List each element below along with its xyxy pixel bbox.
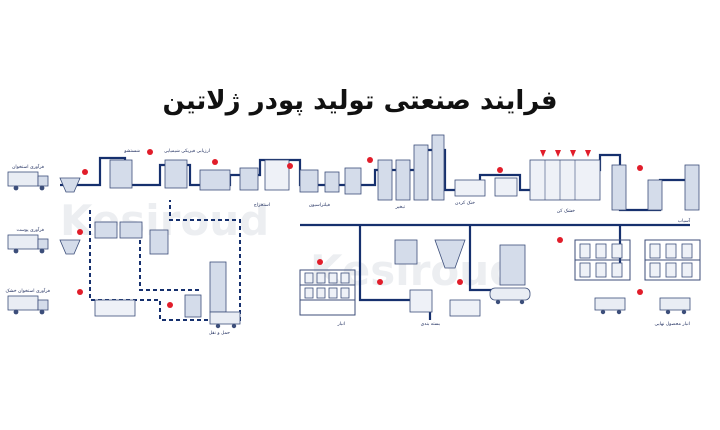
step-label: بسته بندی — [421, 322, 440, 327]
tank-icon — [344, 167, 362, 195]
truck-icon — [594, 297, 626, 315]
step-marker — [77, 149, 643, 308]
truck-icon — [7, 234, 49, 254]
step-label: فرآوری پوست — [16, 227, 44, 233]
silo-icon — [209, 261, 227, 313]
tank-icon — [94, 221, 118, 239]
step-label: آسیاب — [678, 218, 691, 224]
cooler-icon — [454, 179, 486, 197]
step-label: تبخیر — [394, 205, 405, 210]
silo-icon — [647, 179, 663, 211]
tanker-truck-icon — [489, 287, 531, 305]
tank-icon — [109, 159, 133, 189]
step-label: انبار — [336, 322, 345, 327]
extruder-icon — [494, 177, 518, 197]
step-label: شستشو — [123, 149, 140, 154]
heat-arrow-icon — [540, 150, 591, 157]
page-title: فرایند صنعتی تولید پودر ژلاتین — [162, 86, 558, 116]
tank-icon — [149, 229, 169, 255]
packing-icon — [409, 289, 433, 313]
truck-icon — [209, 311, 241, 329]
storage-rack-icon — [644, 239, 701, 281]
packing-icon — [449, 299, 481, 317]
mill-icon — [611, 164, 627, 211]
evaporator-icon — [413, 144, 429, 201]
tank-icon — [324, 171, 340, 193]
step-label: حمل و نقل — [209, 331, 230, 336]
evaporator-icon — [431, 134, 445, 201]
step-label: استخراج — [254, 203, 270, 208]
hopper-icon — [59, 177, 81, 193]
tank-icon — [199, 169, 231, 191]
truck-icon — [7, 295, 49, 315]
truck-icon — [7, 171, 49, 191]
step-label: خنک کردن — [455, 200, 475, 206]
tank-icon — [184, 294, 202, 318]
evaporator-icon — [395, 159, 411, 201]
hopper-icon — [434, 239, 466, 269]
step-label: ارزیابی فیزیکی شیمیایی — [164, 148, 210, 154]
hopper-icon — [59, 239, 81, 255]
filter-icon — [264, 159, 290, 191]
tank-icon — [164, 159, 188, 189]
evaporator-icon — [377, 159, 393, 201]
step-label: فیلتراسیون — [309, 203, 330, 208]
truck-icon — [659, 297, 691, 315]
step-label: خشک کن — [557, 208, 575, 214]
tank-icon — [119, 221, 143, 239]
storage-rack-icon — [574, 239, 631, 281]
dryer-icon — [529, 159, 601, 201]
tank-icon — [239, 167, 259, 191]
storage-rack-icon — [299, 269, 356, 316]
step-label: انبار محصول نهایی — [654, 322, 690, 327]
step-label: فرآوری استخوان خشک — [5, 288, 50, 294]
silo-icon — [499, 244, 526, 286]
tank-icon — [299, 169, 319, 193]
step-label: فرآوری استخوان — [12, 164, 44, 170]
crusher-icon — [94, 299, 136, 317]
blender-icon — [394, 239, 418, 265]
silo-icon — [684, 164, 700, 211]
